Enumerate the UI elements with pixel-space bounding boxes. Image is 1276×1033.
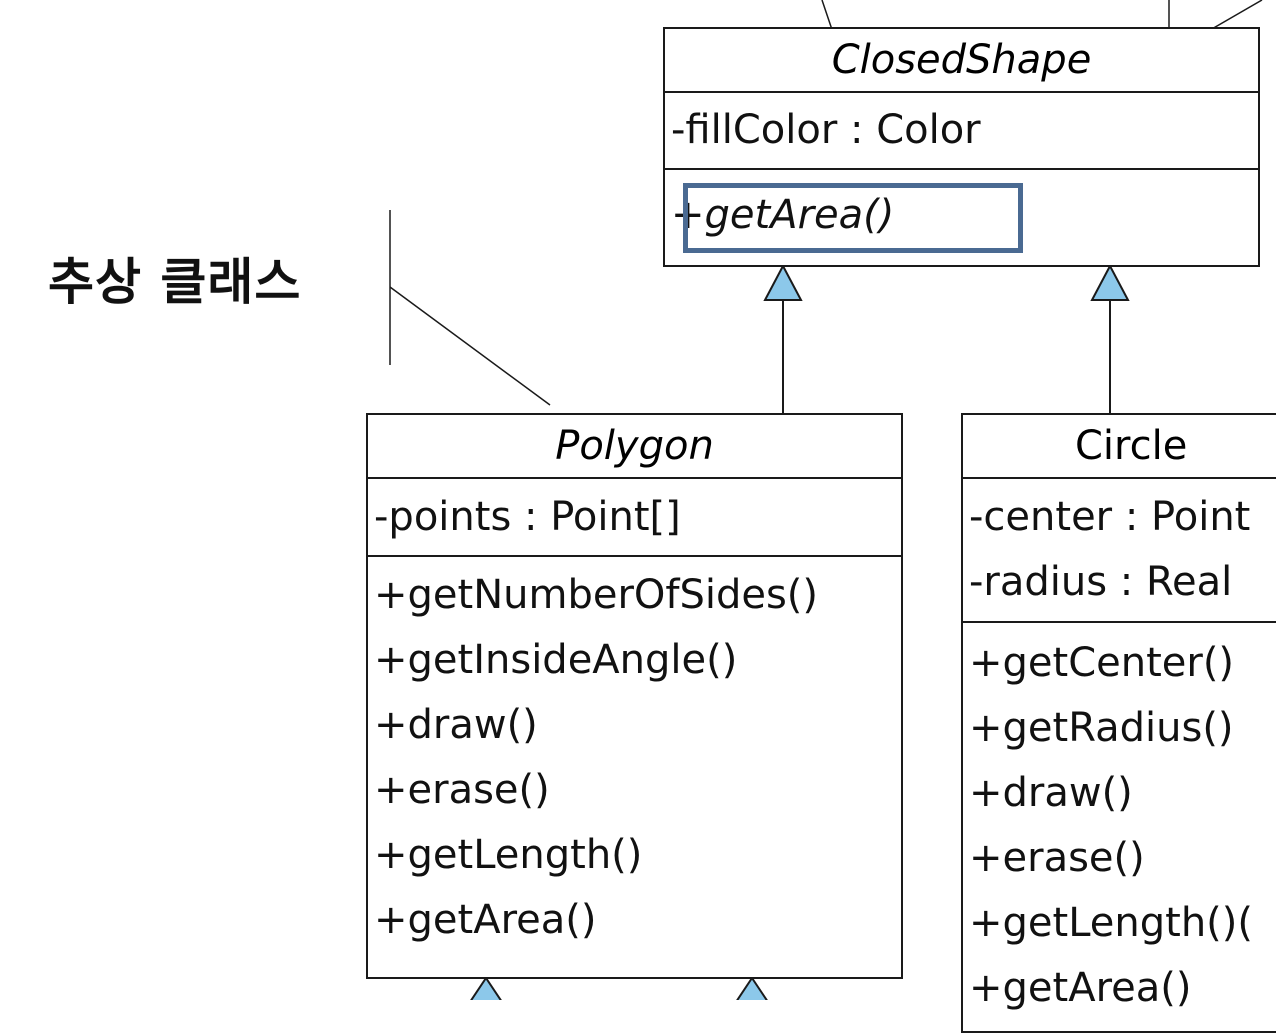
method: +getLength() <box>374 832 643 878</box>
class-closed-shape: ClosedShape -fillColor : Color +getArea(… <box>663 27 1260 267</box>
class-circle: Circle -center : Point -radius : Real +g… <box>961 413 1276 1033</box>
attribute: -radius : Real <box>969 559 1233 605</box>
generalization-arrowhead-sub-1 <box>470 976 502 1000</box>
attributes-section: -fillColor : Color <box>665 93 1258 170</box>
methods-section: +getArea() <box>665 170 1258 260</box>
generalization-arrowhead-circle <box>1090 263 1130 301</box>
class-name: Circle <box>963 415 1276 479</box>
methods-section: +getCenter() +getRadius() +draw() +erase… <box>963 623 1276 1021</box>
method: +getLength()( <box>969 900 1253 946</box>
abstract-class-caption: 추상 클래스 <box>48 253 302 311</box>
class-polygon: Polygon -points : Point[] +getNumberOfSi… <box>366 413 903 979</box>
method: +getInsideAngle() <box>374 637 738 683</box>
method: +getArea() <box>374 897 597 943</box>
method: +getArea() <box>671 192 895 238</box>
generalization-arrowhead-sub-2 <box>736 976 768 1000</box>
attribute: -center : Point <box>969 494 1251 540</box>
generalization-arrowhead-polygon <box>763 263 803 301</box>
class-name: Polygon <box>368 415 901 479</box>
methods-section: +getNumberOfSides() +getInsideAngle() +d… <box>368 557 901 953</box>
caption-pointer-line <box>389 286 551 406</box>
attribute: -fillColor : Color <box>671 107 981 153</box>
attribute: -points : Point[] <box>374 494 681 540</box>
attributes-section: -points : Point[] <box>368 479 901 557</box>
class-name: ClosedShape <box>665 29 1258 93</box>
method: +draw() <box>374 702 538 748</box>
method: +erase() <box>374 767 550 813</box>
attributes-section: -center : Point -radius : Real <box>963 479 1276 623</box>
method: +getRadius() <box>969 705 1234 751</box>
method: +getNumberOfSides() <box>374 572 819 618</box>
method: +getArea() <box>969 965 1192 1011</box>
method: +erase() <box>969 835 1145 881</box>
method: +getCenter() <box>969 640 1235 686</box>
uml-class-diagram: ClosedShape -fillColor : Color +getArea(… <box>48 0 1276 1033</box>
method: +draw() <box>969 770 1133 816</box>
